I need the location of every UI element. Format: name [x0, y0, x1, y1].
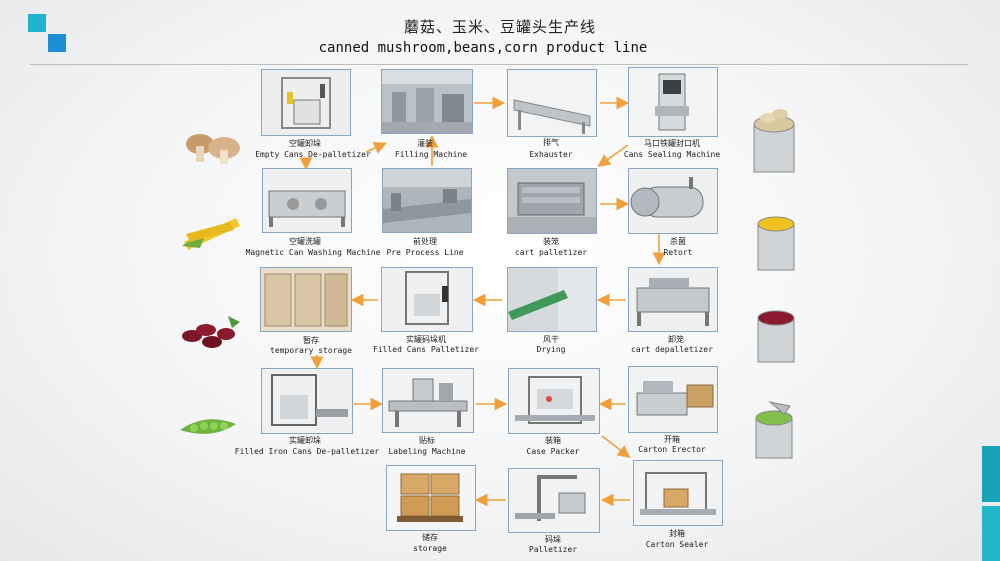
step-label-en: Filled Cans Palletizer — [373, 345, 479, 354]
step-label-en: Palletizer — [528, 545, 578, 554]
edge-accent-top — [982, 446, 1000, 502]
divider — [30, 64, 968, 65]
step-label-cn: 杀菌 — [670, 237, 686, 246]
step-label-en: Filled Iron Cans De-palletizer — [234, 447, 380, 456]
step-label-en: temporary storage — [270, 346, 352, 355]
carton-erector-image — [628, 366, 718, 433]
step-label-cn: 卸笼 — [668, 335, 684, 344]
step-label-en: Empty Cans De-palletizer — [255, 150, 371, 159]
step-label-cn: 开箱 — [664, 435, 680, 444]
step-label-en: Labeling Machine — [388, 447, 466, 456]
step-label-cn: 排气 — [543, 138, 559, 147]
step-label-en: Cans Sealing Machine — [623, 150, 721, 159]
palletizer-image — [508, 468, 600, 533]
pre-process-line-image — [382, 168, 472, 233]
carton-sealer-image — [633, 460, 723, 526]
step-label-en: Drying — [536, 345, 566, 354]
step-label-cn: 装箱 — [545, 436, 561, 445]
mushroom-icon — [182, 128, 244, 168]
step-label-cn: 码垛 — [545, 535, 561, 544]
peas-icon — [176, 406, 242, 446]
step-label-en: Case Packer — [526, 447, 580, 456]
step-label-en: Retort — [663, 248, 693, 257]
canned-corn-icon — [754, 202, 798, 274]
step-label-en: cart depalletizer — [631, 345, 713, 354]
case-packer-image — [508, 368, 600, 434]
drying-image — [507, 267, 597, 332]
title-chinese: 蘑菇、玉米、豆罐头生产线 — [403, 18, 596, 36]
exhauster-image — [507, 69, 597, 137]
temporary-storage-image — [260, 267, 352, 332]
cart-palletizer-image — [507, 168, 597, 234]
step-label-en: Pre Process Line — [386, 248, 464, 257]
step-label-en: storage — [413, 544, 447, 553]
step-label-cn: 马口铁罐封口机 — [644, 139, 700, 148]
step-label-en: Magnetic Can Washing Machine — [245, 248, 381, 257]
step-label-cn: 封箱 — [669, 529, 685, 538]
step-label-cn: 前处理 — [413, 237, 437, 246]
step-label-cn: 空罐卸垛 — [289, 139, 321, 148]
step-label-cn: 风干 — [543, 335, 559, 344]
step-label-en: Carton Erector — [638, 445, 706, 454]
step-label-cn: 灌装 — [417, 139, 433, 148]
filling-machine-image — [381, 69, 473, 134]
canned-beans-icon — [754, 300, 798, 366]
edge-accent-bottom — [982, 506, 1000, 561]
step-label-cn: 空罐洗罐 — [289, 237, 321, 246]
step-label-en: cart palletizer — [514, 248, 588, 257]
filled-iron-cans-depalletizer-image — [261, 368, 353, 434]
canned-mushroom-icon — [750, 100, 798, 176]
cans-sealing-machine-image — [628, 67, 718, 137]
retort-image — [628, 168, 718, 234]
storage-image — [386, 465, 476, 531]
magnetic-can-washing-image — [262, 168, 352, 233]
step-label-cn: 暂存 — [303, 336, 319, 345]
logo-square-blue — [48, 34, 66, 52]
step-label-cn: 储存 — [422, 533, 438, 542]
step-label-cn: 实罐卸垛 — [289, 436, 321, 445]
canned-peas-icon — [750, 400, 800, 462]
filled-cans-palletizer-image — [381, 267, 473, 332]
cart-depalletizer-image — [628, 267, 718, 332]
corn-icon — [178, 212, 244, 252]
step-label-en: Carton Sealer — [645, 540, 709, 549]
kidney-beans-icon — [176, 312, 242, 354]
step-label-cn: 实罐码垛机 — [406, 335, 446, 344]
step-label-cn: 装笼 — [543, 237, 559, 246]
labeling-machine-image — [382, 368, 474, 433]
title-english: canned mushroom,beans,corn product line — [318, 40, 648, 56]
step-label-en: Exhauster — [529, 150, 573, 159]
logo-square-cyan — [28, 14, 46, 32]
empty-cans-depalletizer-image — [261, 69, 351, 136]
step-label-cn: 贴标 — [419, 436, 435, 445]
step-label-en: Filling Machine — [394, 150, 468, 159]
